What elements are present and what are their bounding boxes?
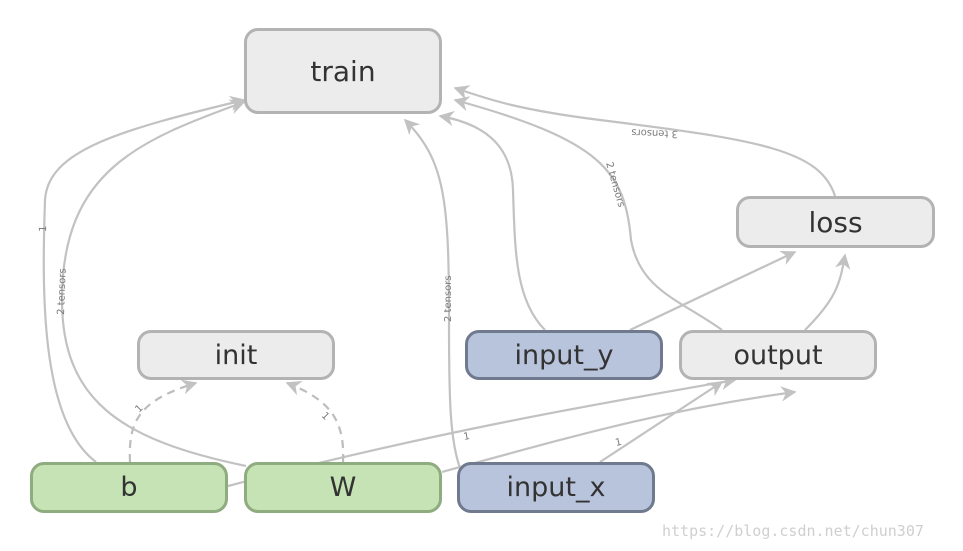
edge-label-input_x-output: 1 [614, 437, 623, 449]
edge-input_y-train [438, 110, 546, 331]
node-train-label: train [310, 54, 376, 88]
node-loss[interactable]: loss [736, 196, 935, 248]
node-b-label: b [120, 472, 138, 503]
watermark-url: https://blog.csdn.net/chun307 [662, 522, 924, 540]
node-W[interactable]: W [244, 462, 442, 513]
node-W-label: W [329, 472, 357, 503]
node-input_y[interactable]: input_y [465, 330, 663, 380]
edge-label-b-init: 1 [133, 403, 145, 415]
edge-W-init [285, 380, 345, 463]
edge-label-output-train: 2 tensors [603, 161, 626, 209]
edge-loss-train [453, 85, 837, 197]
node-init[interactable]: init [137, 330, 335, 380]
node-output-label: output [733, 339, 823, 371]
edge-output-train [453, 96, 723, 331]
edge-W-train [60, 99, 247, 468]
edge-label-W-init: 1 [319, 410, 331, 422]
edge-W-output [441, 386, 797, 474]
edge-output-loss [804, 253, 851, 331]
node-init-label: init [214, 339, 258, 371]
edge-label-input_x-train: 2 tensors [443, 275, 454, 322]
edge-input_x-output [599, 381, 724, 463]
edge-label-b-output: 1 [463, 431, 471, 443]
node-output[interactable]: output [679, 330, 877, 380]
node-train[interactable]: train [244, 28, 442, 114]
node-input_x-label: input_x [506, 472, 606, 503]
edge-label-W-train: 2 tensors [56, 268, 69, 315]
edge-input_x-train [403, 118, 462, 469]
node-input_x[interactable]: input_x [457, 462, 655, 513]
node-loss-label: loss [808, 205, 863, 239]
edge-input_y-loss [629, 250, 797, 331]
edge-label-loss-train: 3 tensors [631, 126, 678, 139]
edge-b-train [42, 95, 246, 463]
node-input_y-label: input_y [514, 339, 614, 371]
edge-label-b-train: 1 [38, 225, 49, 232]
node-b[interactable]: b [30, 462, 228, 513]
